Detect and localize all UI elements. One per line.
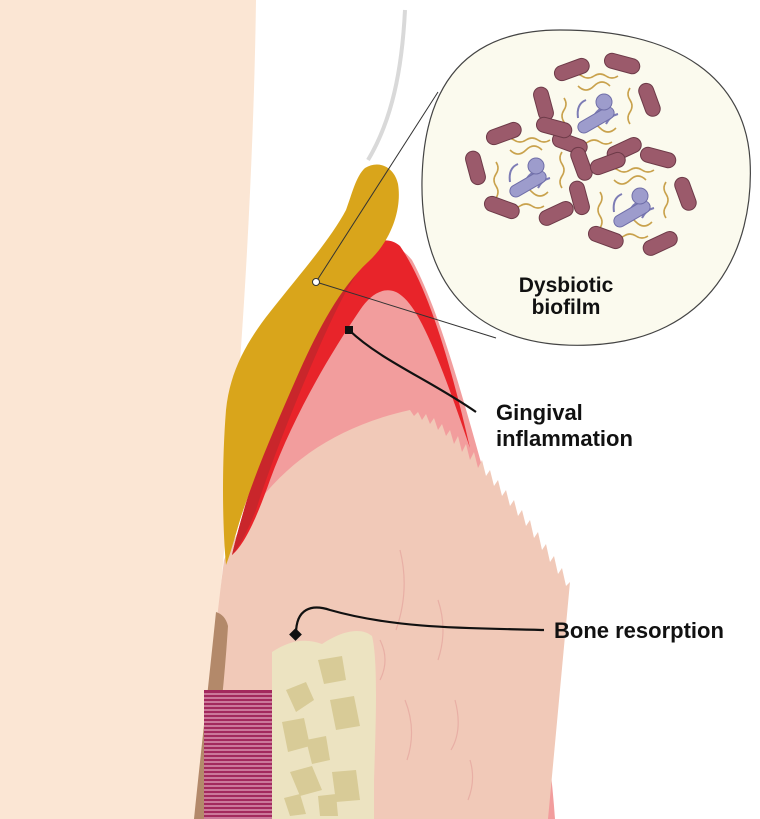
gingival-label-line1: Gingival bbox=[496, 400, 583, 425]
biofilm-inset: Dysbiotic biofilm bbox=[422, 30, 750, 345]
gingival-pointer-marker bbox=[345, 326, 353, 334]
enamel-edge bbox=[368, 10, 405, 160]
gingival-label-line2: inflammation bbox=[496, 426, 633, 451]
biofilm-label-line1: Dysbiotic bbox=[519, 274, 614, 297]
bone-resorption-label: Bone resorption bbox=[554, 618, 724, 643]
biofilm-label-line2: biofilm bbox=[532, 296, 601, 319]
alveolar-bone bbox=[272, 631, 376, 819]
biofilm-pointer-dot bbox=[313, 279, 320, 286]
periodontal-ligament bbox=[204, 690, 278, 819]
